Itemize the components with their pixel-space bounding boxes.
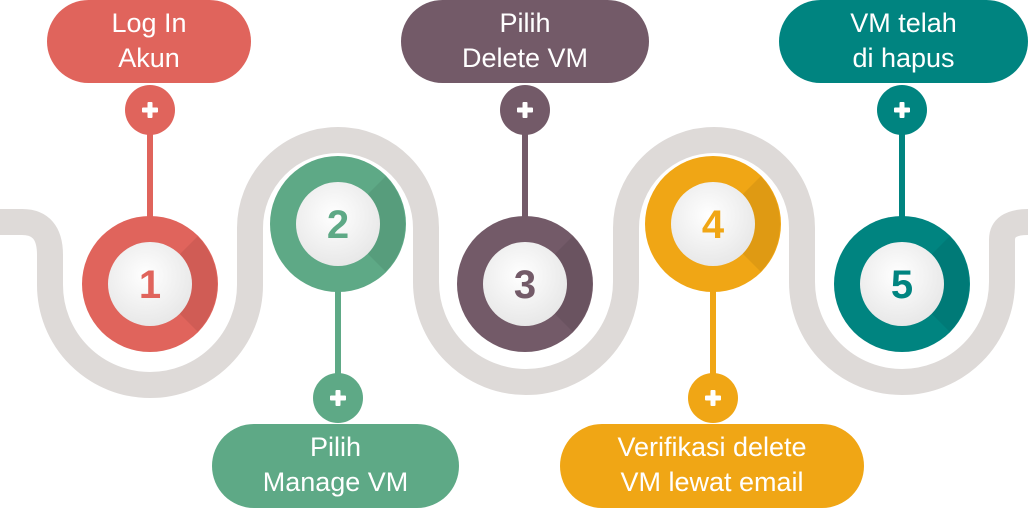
step-inner-circle — [296, 182, 380, 266]
step-label-line: Log In — [111, 8, 186, 38]
step-label-line: Verifikasi delete — [617, 432, 806, 462]
step-number: 4 — [702, 203, 725, 247]
step-5: VM telah di hapus 5 — [779, 0, 1028, 352]
plus-icon — [330, 390, 346, 406]
step-1: Log In Akun 1 — [47, 0, 251, 352]
step-inner-circle — [483, 242, 567, 326]
step-inner-circle — [671, 182, 755, 266]
step-number: 1 — [139, 263, 161, 307]
label-bubble — [47, 0, 251, 83]
label-bubble — [212, 424, 459, 508]
step-number: 5 — [891, 263, 913, 307]
plus-icon — [517, 102, 533, 118]
plus-icon — [894, 102, 910, 118]
winding-road — [0, 127, 1028, 398]
step-number: 2 — [327, 203, 349, 247]
connector-line — [522, 110, 528, 220]
connector-line — [335, 288, 341, 398]
step-label-line: Akun — [118, 43, 180, 73]
plus-icon — [705, 390, 721, 406]
step-label-line: Delete VM — [462, 43, 588, 73]
step-label-line: VM lewat email — [620, 467, 803, 497]
step-label-line: Manage VM — [263, 467, 409, 497]
label-bubble — [560, 424, 864, 508]
step-inner-circle — [108, 242, 192, 326]
step-number: 3 — [514, 263, 536, 307]
connector-line — [147, 110, 153, 220]
step-label-line: VM telah — [850, 8, 957, 38]
step-inner-circle — [860, 242, 944, 326]
label-bubble — [779, 0, 1028, 83]
plus-icon — [142, 102, 158, 118]
step-label-line: Pilih — [310, 432, 361, 462]
label-bubble — [401, 0, 649, 83]
connector-line — [710, 288, 716, 398]
step-4: Verifikasi delete VM lewat email 4 — [560, 156, 864, 508]
step-label-line: di hapus — [852, 43, 954, 73]
connector-line — [899, 110, 905, 220]
step-label-line: Pilih — [499, 8, 550, 38]
